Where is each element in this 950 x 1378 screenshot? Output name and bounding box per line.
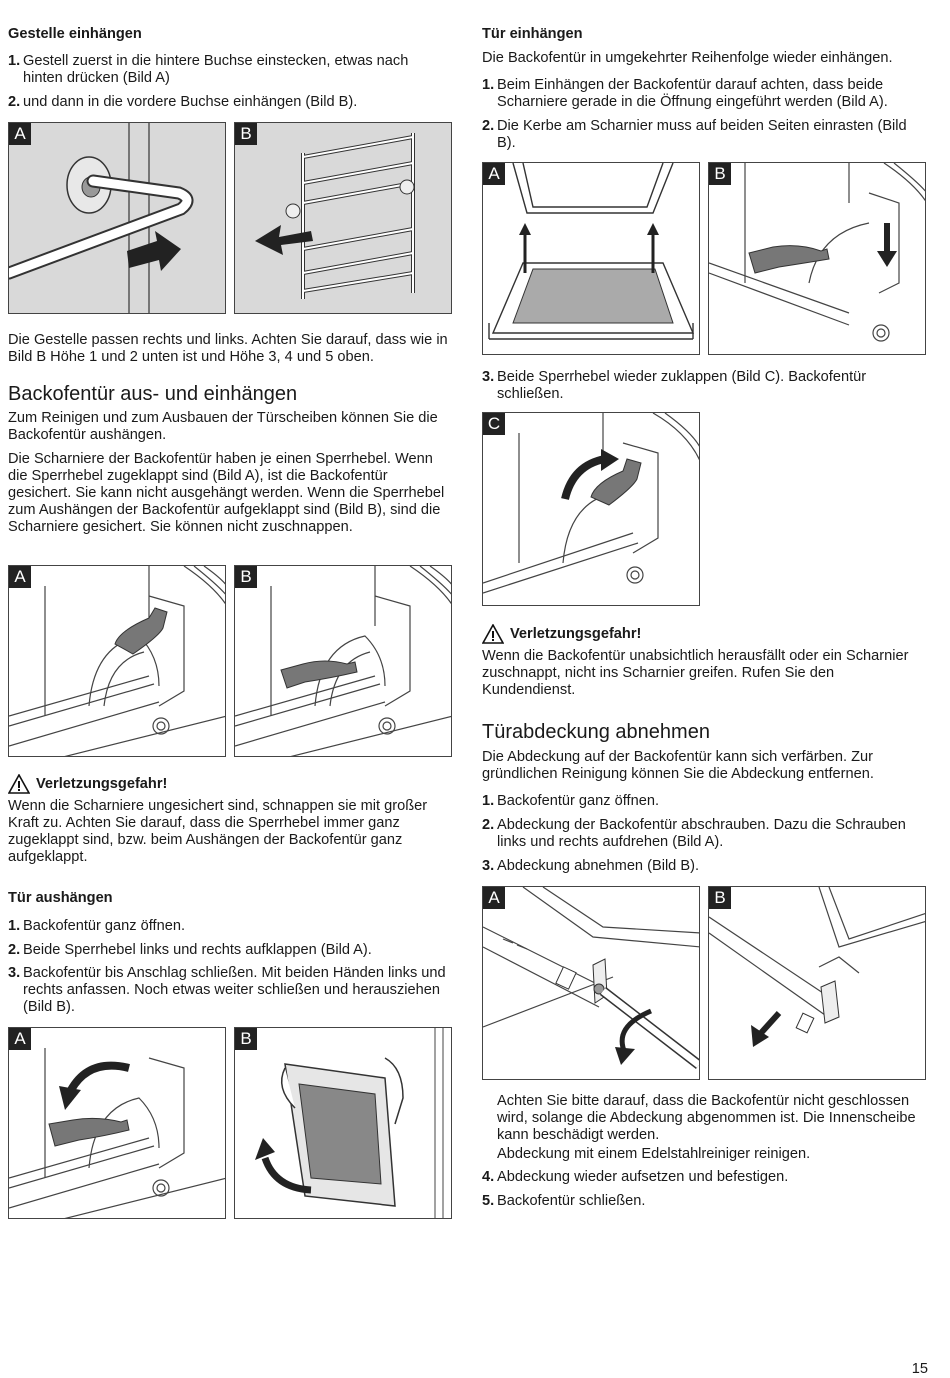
figure-label: B [709,887,731,909]
list-item: 2. und dann in die vordere Buchse einhän… [8,94,448,111]
attach-figure-b: B [708,162,926,355]
step-number: 3. [482,369,495,385]
step-number: 1. [8,918,21,934]
lever-close-illustration [483,413,699,594]
door-lift-out-illustration [235,1028,451,1218]
step-number: 1. [8,53,21,69]
remove-figure-b: B [234,1027,452,1219]
figure-label: A [483,163,505,185]
step-text: Gestell zuerst in die hintere Buchse ein… [23,53,409,86]
list-item: 5. Backofentür schließen. [482,1193,928,1210]
step-text: Beim Einhängen der Backofentür darauf ac… [497,77,888,110]
warning-text: Wenn die Scharniere ungesichert sind, sc… [8,798,428,865]
attach-heading: Tür einhängen [482,26,583,42]
warning-text: Wenn die Backofentür unabsichtlich herau… [482,648,909,698]
step-number: 3. [8,965,21,981]
step-number: 2. [482,817,495,833]
hinge-lever-closed-illustration [9,566,225,756]
figure-label: A [9,123,31,145]
step-text: Beide Sperrhebel links und rechts aufkla… [23,942,372,958]
step-text: Die Kerbe am Scharnier muss auf beiden S… [497,118,907,151]
rack-figure-b: B [234,122,452,314]
door-heading: Backofentür aus- und einhängen [8,383,298,405]
figure-label: B [235,566,257,588]
attach-figure-a: A [482,162,700,355]
racks-heading: Gestelle einhängen [8,26,142,42]
list-item: 3. Backofentür bis Anschlag schließen. M… [8,965,454,1016]
step-text: Abdeckung abnehmen (Bild B). [497,858,700,874]
rack-figure-a: A [8,122,226,314]
remove-figure-a: A [8,1027,226,1219]
list-item: 3. Beide Sperrhebel wieder zuklappen (Bi… [482,369,928,403]
rack-front-socket-illustration [235,123,451,313]
remove-heading: Tür aushängen [8,890,113,906]
step-text: Abdeckung wieder aufsetzen und befestige… [497,1169,789,1185]
door-intro: Zum Reinigen und zum Ausbauen der Türsch… [8,410,438,443]
step-number: 5. [482,1193,495,1209]
cover-note: Achten Sie bitte darauf, dass die Backof… [497,1093,916,1143]
step-number: 3. [482,858,495,874]
hinge-notch-engage-illustration [709,163,925,342]
warning-heading: Verletzungsgefahr! [482,624,641,644]
figure-label: A [483,887,505,909]
hinge-lever-open-illustration [235,566,451,756]
list-item: 1. Backofentür ganz öffnen. [482,793,928,810]
step-text: Backofentür ganz öffnen. [23,918,185,934]
attach-intro: Die Backofentür in umgekehrter Reihenfol… [482,50,893,66]
figure-label: C [483,413,505,435]
list-item: 2. Abdeckung der Backofentür abschrauben… [482,817,928,851]
figure-label: A [9,1028,31,1050]
step-text: Backofentür bis Anschlag schließen. Mit … [23,965,446,1015]
warning-title: Verletzungsgefahr! [36,775,168,792]
list-item: 4. Abdeckung wieder aufsetzen und befest… [482,1169,928,1186]
cover-intro: Die Abdeckung auf der Backofentür kann s… [482,749,874,782]
warning-heading: Verletzungsgefahr! [8,774,167,794]
figure-label: B [709,163,731,185]
step-text: Backofentür ganz öffnen. [497,793,659,809]
list-item: 3. Abdeckung abnehmen (Bild B). [482,858,928,875]
figure-label: B [235,123,257,145]
cover-unscrew-illustration [483,887,699,1069]
hinges-insert-illustration [488,163,695,340]
step-text: Beide Sperrhebel wieder zuklappen (Bild … [497,369,867,402]
cover-remove-illustration [709,887,925,1047]
step-number: 2. [8,94,21,110]
step-number: 4. [482,1169,495,1185]
lever-open-arrow-illustration [9,1048,225,1218]
cover-heading: Türabdeckung abnehmen [482,721,710,743]
step-text: und dann in die vordere Buchse einhängen… [23,94,358,110]
door-hinges-text: Die Scharniere der Backofentür haben je … [8,451,445,535]
rack-rear-socket-illustration [9,123,225,313]
attach-figure-c: C [482,412,700,606]
step-text: Abdeckung der Backofentür abschrauben. D… [497,817,906,850]
list-item: 1. Backofentür ganz öffnen. [8,918,454,935]
warning-triangle-icon [8,774,30,794]
warning-triangle-icon [482,624,504,644]
step-number: 2. [482,118,495,134]
hinge-closed-figure-a: A [8,565,226,757]
step-text: Backofentür schließen. [497,1193,646,1209]
list-item: 2. Die Kerbe am Scharnier muss auf beide… [482,118,928,152]
figure-label: B [235,1028,257,1050]
figure-label: A [9,566,31,588]
cover-cleaning-note: Abdeckung mit einem Edelstahlreiniger re… [497,1146,811,1162]
list-item: 1. Beim Einhängen der Backofentür darauf… [482,77,928,111]
cover-figure-b: B [708,886,926,1080]
page-number: 15 [911,1361,928,1377]
racks-note: Die Gestelle passen rechts und links. Ac… [8,332,448,365]
warning-title: Verletzungsgefahr! [510,625,642,642]
step-number: 1. [482,793,495,809]
hinge-open-figure-b: B [234,565,452,757]
cover-figure-a: A [482,886,700,1080]
list-item: 2. Beide Sperrhebel links und rechts auf… [8,942,454,959]
step-number: 2. [8,942,21,958]
list-item: 1. Gestell zuerst in die hintere Buchse … [8,53,448,87]
step-number: 1. [482,77,495,93]
